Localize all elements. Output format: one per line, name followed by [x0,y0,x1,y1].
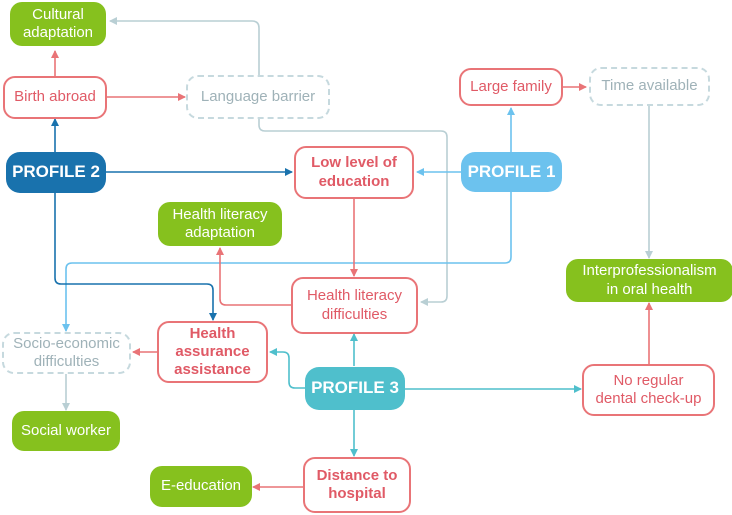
node-social-worker: Social worker [12,411,120,451]
arrow-language-to-cultural [109,17,260,75]
node-low-education: Low level of education [294,146,414,199]
node-distance-hospital: Distance to hospital [303,457,411,513]
node-profile-1: PROFILE 1 [461,152,562,192]
node-no-regular-checkup: No regular dental check-up [582,364,715,416]
node-large-family: Large family [459,68,563,106]
arrow-p2-to-assurance [54,192,217,321]
node-profile-2: PROFILE 2 [6,152,106,193]
node-socio-economic: Socio-economic difficulties [2,332,131,374]
node-profile-3: PROFILE 3 [305,367,405,410]
arrow-p3-to-assurance [269,348,305,389]
node-language-barrier: Language barrier [186,75,330,119]
arrow-hld-to-hla [216,247,291,306]
arrow-p1-to-socio [62,192,512,332]
node-time-available: Time available [589,67,710,106]
node-health-literacy-adaptation: Health literacy adaptation [158,202,282,246]
arrow-language-to-hld [258,119,448,306]
node-health-literacy-difficulties: Health literacy difficulties [291,277,418,334]
node-cultural-adaptation: Cultural adaptation [10,2,106,46]
node-interprofessionalism: Interprofessionalism in oral health [566,259,732,302]
node-health-assurance: Health assurance assistance [157,321,268,383]
node-birth-abroad: Birth abroad [3,76,107,119]
node-e-education: E-education [150,466,252,507]
